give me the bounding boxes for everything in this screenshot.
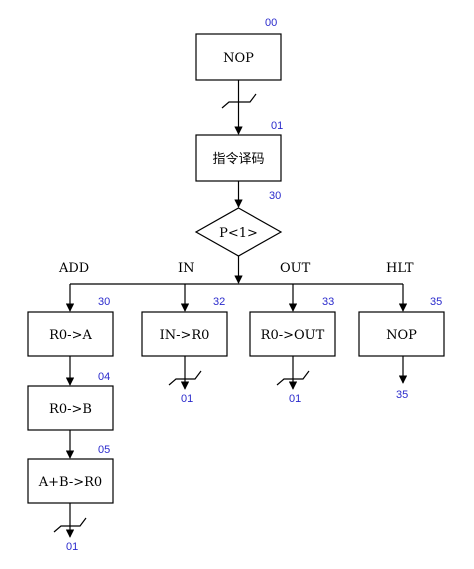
hlt-step-text: NOP bbox=[386, 328, 417, 343]
branch-label-add: ADD bbox=[58, 261, 89, 276]
tilde-connector-out bbox=[276, 370, 310, 386]
addr-start: 00 bbox=[265, 17, 277, 29]
start-nop-text: NOP bbox=[223, 51, 254, 66]
add-step2-box bbox=[27, 385, 114, 431]
addr-hlt-step: 35 bbox=[430, 296, 442, 308]
start-nop-box bbox=[195, 33, 282, 81]
addr-decode-bottom: 30 bbox=[269, 190, 281, 202]
tilde-connector-1 bbox=[221, 93, 257, 109]
add-step3-box bbox=[27, 458, 114, 504]
addr-decode-top: 01 bbox=[271, 120, 283, 132]
add-step1-text: R0->A bbox=[49, 328, 92, 343]
in-step-box bbox=[141, 311, 228, 357]
next-add: 01 bbox=[66, 541, 78, 553]
addr-out-step: 33 bbox=[322, 296, 334, 308]
in-step-text: IN->R0 bbox=[160, 328, 210, 343]
addr-add-step3: 05 bbox=[98, 444, 110, 456]
addr-add-step1: 30 bbox=[98, 296, 110, 308]
next-out: 01 bbox=[289, 393, 301, 405]
next-hlt: 35 bbox=[396, 389, 408, 401]
add-step3-text: A+B->R0 bbox=[38, 475, 102, 490]
decode-box bbox=[195, 134, 282, 182]
tilde-connector-add bbox=[53, 517, 87, 533]
addr-add-step2: 04 bbox=[98, 371, 110, 383]
branch-label-hlt: HLT bbox=[386, 261, 414, 276]
addr-in-step: 32 bbox=[213, 296, 225, 308]
branch-label-out: OUT bbox=[280, 261, 311, 276]
tilde-connector-in bbox=[168, 370, 202, 386]
add-step2-text: R0->B bbox=[49, 402, 92, 417]
branch-label-in: IN bbox=[178, 261, 195, 276]
next-in: 01 bbox=[181, 393, 193, 405]
out-step-text: R0->OUT bbox=[261, 328, 325, 343]
out-step-box bbox=[249, 311, 336, 357]
decision-text: P<1> bbox=[219, 226, 258, 241]
hlt-step-box bbox=[358, 311, 445, 357]
decode-text: 指令译码 bbox=[212, 152, 264, 167]
